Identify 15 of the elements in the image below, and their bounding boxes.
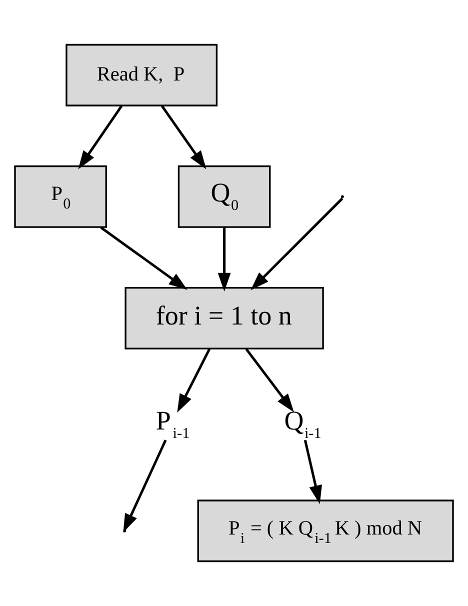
node-box: Read K, P: [66, 44, 218, 106]
arrow: [304, 440, 322, 504]
arrow: [245, 348, 294, 412]
node-text: P$_{i-1}$: [156, 405, 190, 442]
node-box: Q$_{0}$: [178, 165, 271, 228]
node-box: for i = 1 to n: [124, 286, 324, 350]
node-text: Q$_{i-1}$: [284, 405, 322, 442]
arrow: [250, 198, 344, 290]
arrow: [78, 105, 123, 170]
arrow: [161, 105, 206, 170]
node-box: P$_{0}$: [14, 165, 107, 228]
node-box: P$_{i}$ = ( K Q$_{i-1}$ K ) mod N: [197, 500, 454, 562]
arrow: [177, 348, 211, 413]
arrow: [218, 228, 231, 292]
arrow: [100, 226, 188, 290]
